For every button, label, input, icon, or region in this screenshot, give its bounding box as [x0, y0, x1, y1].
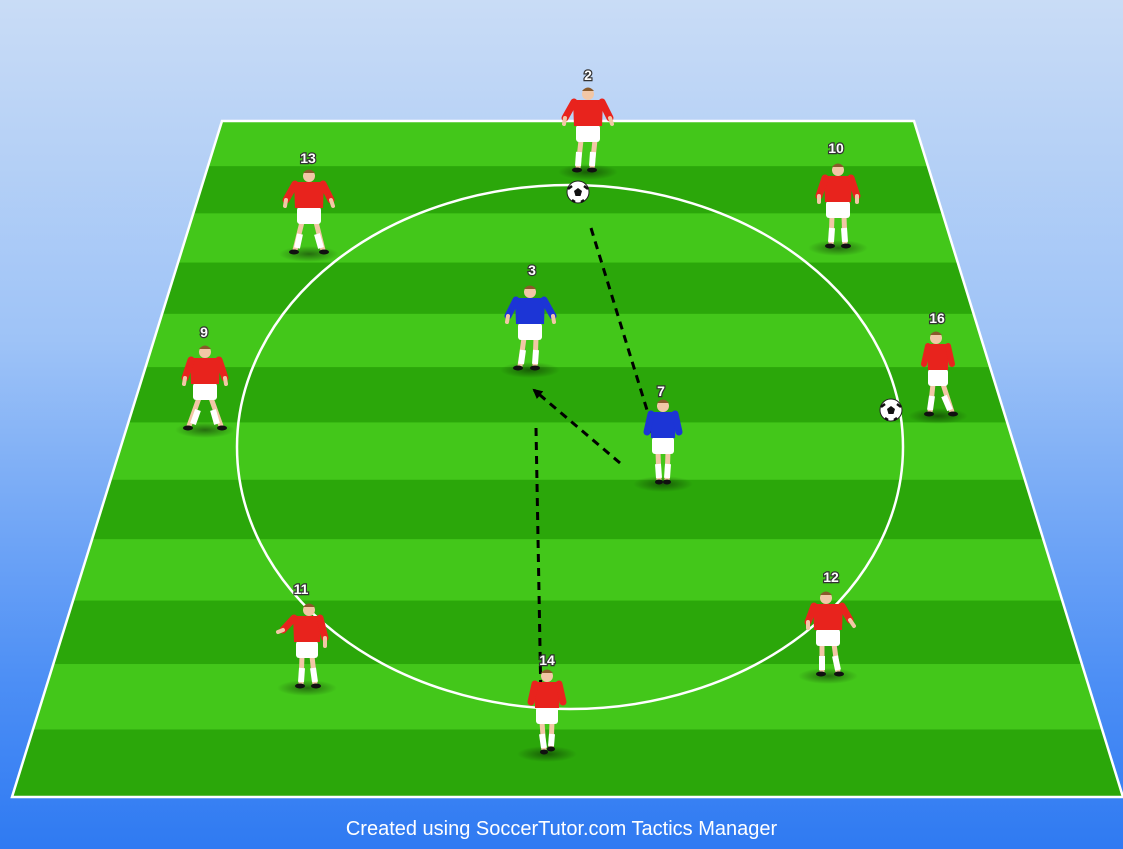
grass-stripe	[12, 213, 1123, 264]
grass-stripe	[12, 600, 1123, 665]
grass-stripe	[12, 664, 1123, 730]
grass-stripe	[12, 422, 1123, 481]
player-number-label: 10	[828, 140, 844, 156]
player-number-label: 12	[823, 569, 839, 585]
balls	[566, 180, 903, 422]
player-red	[175, 345, 235, 438]
player-number-label: 3	[528, 262, 536, 278]
grass-stripe	[12, 539, 1123, 602]
player-blue	[500, 285, 560, 378]
soccer-ball-icon	[566, 180, 590, 204]
player-number-label: 16	[929, 310, 945, 326]
footer-credit: Created using SoccerTutor.com Tactics Ma…	[345, 818, 778, 840]
soccer-ball-icon	[879, 398, 903, 422]
player-number-label: 2	[584, 67, 592, 83]
player-number-label: 14	[539, 652, 555, 668]
player-red	[908, 331, 968, 424]
grass-stripe	[12, 729, 1123, 797]
arrows	[532, 227, 658, 704]
player-number-label: 11	[294, 581, 309, 597]
player-red	[558, 87, 618, 180]
player-red	[798, 591, 858, 684]
run-arrow-7-to-3	[532, 388, 621, 465]
player-number-label: 9	[200, 324, 208, 340]
pass-arrow-to-14	[534, 427, 546, 704]
player-red	[517, 669, 577, 762]
pitch-boundary	[10, 119, 1123, 799]
player-red	[808, 163, 868, 256]
player-number-label: 7	[657, 383, 665, 399]
players: 2 13 1	[175, 66, 968, 762]
player-number-label: 13	[300, 150, 316, 166]
player-red	[279, 169, 339, 262]
grass-stripe	[12, 479, 1123, 540]
player-blue	[633, 399, 693, 492]
grass-stripe	[12, 121, 1123, 167]
grass-stripe	[12, 262, 1123, 315]
player-red	[276, 603, 337, 696]
grass-stripe	[12, 313, 1123, 368]
